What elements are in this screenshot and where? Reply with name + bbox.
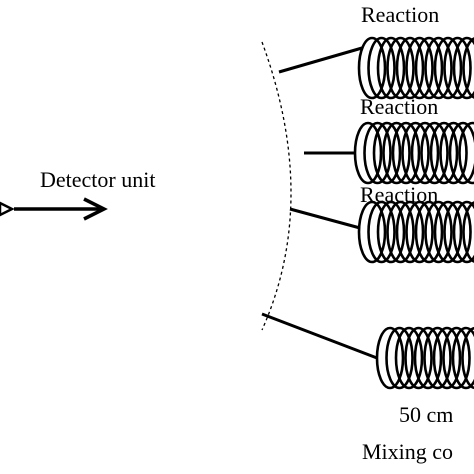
coil-loop [429, 121, 459, 185]
coil-loop [433, 200, 463, 264]
coil-loop [414, 36, 444, 100]
coil-loop [405, 36, 434, 100]
detector-unit-label: Detector unit [40, 167, 156, 192]
coil-loop [461, 326, 474, 390]
coil-loop [420, 121, 449, 185]
coil-loop [458, 121, 474, 185]
coil-loop [452, 36, 474, 100]
coil-loop [357, 200, 387, 264]
coil-loop [382, 121, 411, 185]
coil-loop [376, 200, 406, 264]
coil-loop [386, 200, 415, 264]
coil-loop [363, 121, 392, 185]
coil-loop [367, 200, 396, 264]
coil-loop [385, 326, 414, 390]
reaction-coil-2 [353, 121, 474, 185]
coil-loop [404, 326, 433, 390]
coil-loop [410, 121, 440, 185]
connector-line-1 [278, 46, 363, 74]
coil-loop [386, 36, 415, 100]
connector-line-4 [261, 312, 378, 360]
reaction-coil-3 [357, 200, 474, 264]
coil-length-label: 50 cm [399, 402, 454, 427]
coil-loop [462, 37, 474, 99]
reaction-coil-1-label: Reaction [361, 2, 440, 27]
coil-loop [443, 200, 472, 264]
coil-loop [424, 36, 453, 100]
coil-loop [462, 201, 474, 263]
coil-loop [353, 121, 383, 185]
coil-loop [395, 36, 425, 100]
reaction-coil-2-label: Reaction [360, 94, 439, 119]
coil-loop [414, 200, 444, 264]
detector-arrow-tail [0, 201, 15, 217]
coil-loop [451, 326, 474, 390]
coil-loop [394, 326, 424, 390]
reaction-coil-1 [357, 36, 474, 100]
coil-loop [391, 121, 421, 185]
coil-loop [367, 36, 396, 100]
coil-loop [413, 326, 443, 390]
detector-arrow [0, 197, 108, 221]
coil-loop [405, 200, 434, 264]
manifold-arc [261, 41, 292, 331]
coil-loop [424, 200, 453, 264]
coil-loop [432, 326, 462, 390]
connector-line-3 [289, 207, 361, 230]
coil-loop [375, 326, 405, 390]
coil-loop [372, 121, 402, 185]
connector-lines [261, 46, 378, 360]
coil-loop [442, 326, 471, 390]
coil-loop [452, 200, 474, 264]
coil-loop [423, 326, 452, 390]
coil-loop [395, 200, 425, 264]
coil-loop [401, 121, 430, 185]
coil-loop [439, 121, 468, 185]
coil-loop [443, 36, 472, 100]
coil-loop [433, 36, 463, 100]
mixing-coil-label: Mixing co [362, 439, 454, 464]
coil-loop [357, 36, 387, 100]
coil-loop [376, 36, 406, 100]
reaction-coil-3-label: Reaction [360, 182, 439, 207]
mixing-coil [375, 326, 474, 390]
coil-loop [448, 121, 474, 185]
detector-arrow-head [83, 197, 108, 221]
